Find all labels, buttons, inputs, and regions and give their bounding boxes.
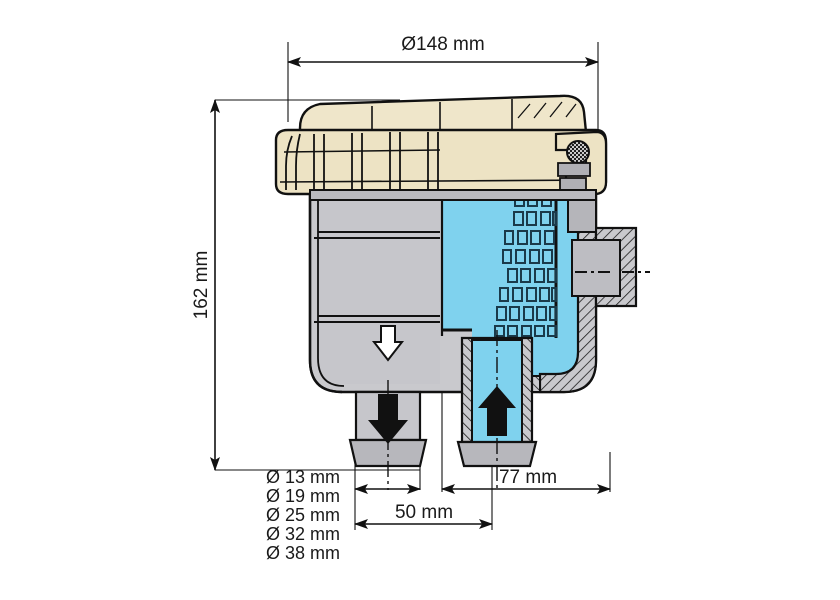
hose-size-item: Ø 19 mm: [266, 486, 340, 506]
body-flow-arrow-outline: [371, 325, 405, 362]
dimension-outer-diameter: Ø148 mm: [287, 34, 599, 67]
inlet-tube: [456, 330, 538, 492]
lid-hatch: [517, 101, 577, 119]
dimension-overall-height-label: 162 mm: [191, 251, 212, 320]
cap-lower-edge: [279, 179, 601, 183]
dimension-overall-height: 162 mm: [191, 99, 220, 471]
cap-upper-edge: [283, 149, 441, 153]
inlet-flow-arrow: [478, 386, 516, 436]
cap-clamp-detail: [557, 162, 591, 191]
outlet-spout: [348, 380, 428, 490]
housing-band-lines: [314, 231, 440, 323]
housing-left-outline: [308, 190, 343, 394]
dimension-outlet-spacing: 50 mm: [354, 502, 493, 529]
cap-seat-flange: [309, 189, 597, 201]
hose-size-item: Ø 38 mm: [266, 543, 340, 563]
dimension-outer-diameter-label: Ø148 mm: [401, 34, 484, 55]
side-port-neck: [567, 195, 597, 233]
dimension-inlet-offset-label: 77 mm: [499, 467, 557, 488]
dimension-outlet-spacing-label: 50 mm: [395, 502, 453, 523]
hose-size-item: Ø 25 mm: [266, 505, 340, 525]
side-port-fitting: [571, 226, 650, 308]
hose-connection-diameters: Ø 13 mm Ø 19 mm Ø 25 mm Ø 32 mm Ø 38 mm: [266, 467, 340, 563]
o-ring-seal: [566, 140, 590, 164]
housing-left-face: [318, 195, 440, 384]
outlet-flow-arrow: [368, 394, 408, 444]
dimension-inlet-offset: 77 mm: [441, 467, 611, 494]
housing-left-inner-outline: [317, 196, 345, 387]
hose-size-item: Ø 32 mm: [266, 524, 340, 544]
hose-size-item: Ø 13 mm: [266, 467, 340, 487]
